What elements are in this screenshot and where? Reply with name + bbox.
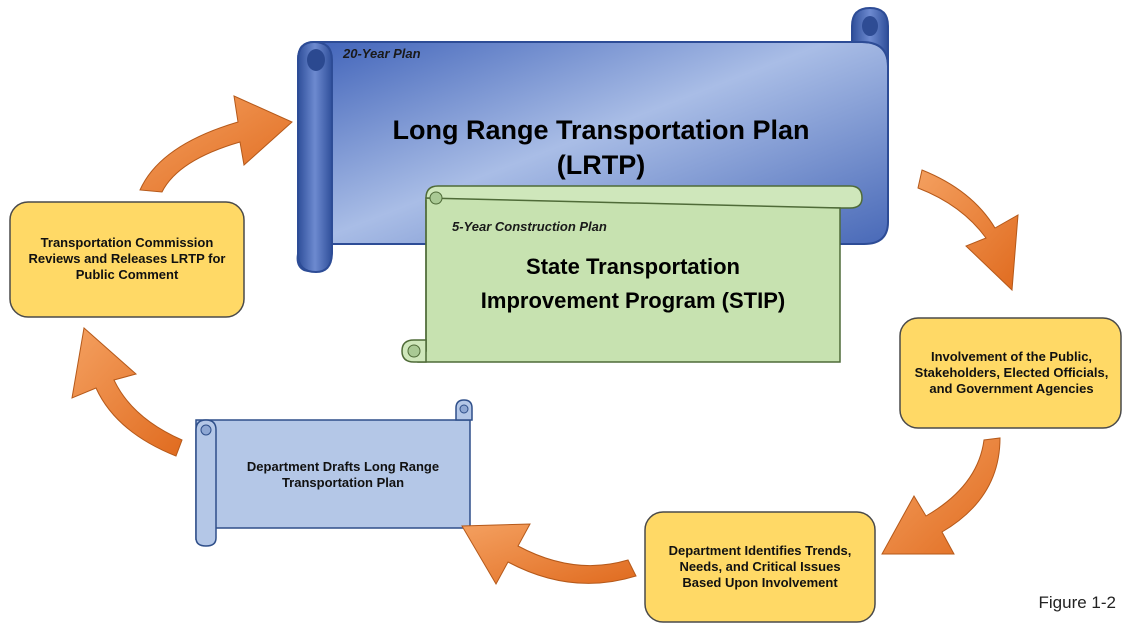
lrtp-tag: 20-Year Plan bbox=[342, 46, 421, 61]
identifies-step-label: Department Identifies Trends, Needs, and… bbox=[668, 543, 852, 590]
arrow-commission-to-lrtp bbox=[139, 95, 293, 193]
draft-scroll bbox=[195, 399, 473, 547]
arrow-identifies-to-draft bbox=[461, 523, 637, 586]
commission-step-box bbox=[9, 201, 245, 318]
arrow-involvement-to-identifies bbox=[881, 437, 1001, 555]
drafts-step-label: Department Drafts Long Range Transportat… bbox=[246, 459, 440, 490]
involvement-step-box bbox=[899, 317, 1122, 429]
involvement-step-label: Involvement of the Public, Stakeholders,… bbox=[914, 349, 1109, 396]
stip-tag: 5-Year Construction Plan bbox=[452, 219, 607, 234]
identifies-step-box bbox=[644, 511, 876, 623]
stip-scroll bbox=[401, 185, 863, 363]
figure-label: Figure 1-2 bbox=[1038, 593, 1116, 612]
lrtp-title-line2: (LRTP) bbox=[557, 150, 645, 180]
stip-title-line2: Improvement Program (STIP) bbox=[481, 288, 785, 313]
commission-step-label: Transportation Commission Reviews and Re… bbox=[28, 235, 226, 282]
stip-title-line1: State Transportation bbox=[526, 254, 740, 279]
lrtp-title-line1: Long Range Transportation Plan bbox=[392, 115, 809, 145]
arrow-draft-to-commission bbox=[71, 327, 183, 457]
arrow-lrtp-to-involvement bbox=[917, 169, 1019, 292]
